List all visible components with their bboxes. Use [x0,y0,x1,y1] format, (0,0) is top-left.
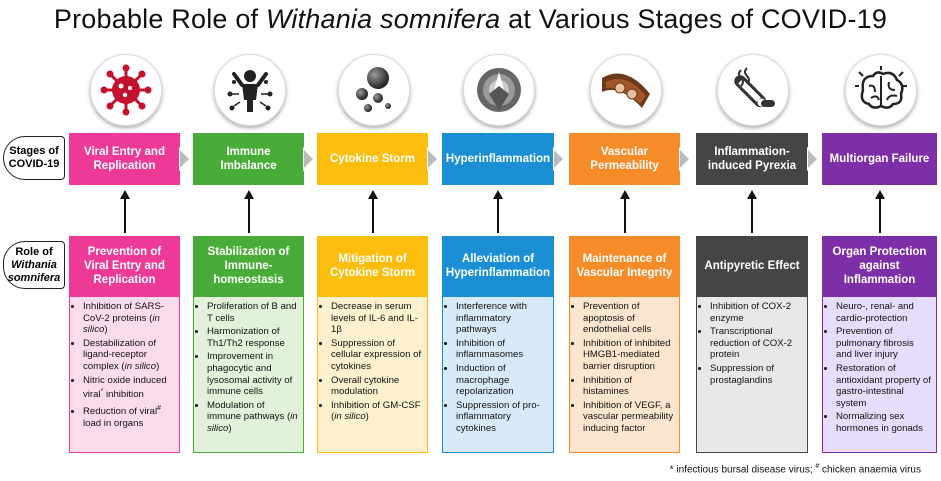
effect-item: Nitric oxide induced viral* inhibition [83,375,174,401]
stage-box-cytokine-storm: Cytokine Storm [317,133,428,185]
up-arrow-line [751,195,753,233]
title-species: Withania somnifera [265,4,501,34]
effect-item: Proliferation of B and T cells [207,301,298,324]
figure-title: Probable Role of Withania somnifera at V… [0,4,941,35]
effect-item: Reduction of viral# load in organs [83,403,174,429]
up-arrow-head [243,190,254,199]
role-box-immune-imbalance: Stabilization of Immune-homeostasis [193,236,304,296]
up-arrow-head [619,190,630,199]
role-box-inflammation-induced-pyrexia: Antipyretic Effect [696,236,808,296]
stage-connector-arrow-inner [180,150,189,168]
effect-item: Inhibition of VEGF, a vascular permeabil… [583,400,674,435]
up-arrow-line [123,195,126,233]
role-label-line1: Role of [15,245,53,258]
effect-item: Inhibition of histamines [583,375,674,398]
effects-list-multiorgan-failure: Neuro-, renal- and cardio-protectionPrev… [822,296,937,453]
stages-label-line2: COVID-19 [8,158,60,170]
stage-box-vascular-permeability: Vascular Permeability [569,133,680,185]
up-arrow-head [747,190,757,199]
stage-connector-arrow-inner [428,150,437,168]
up-arrow-line [623,195,626,233]
effect-item: Inhibition of GM-CSF (in silico) [331,400,422,423]
footnote: * infectious bursal disease virus; # chi… [669,463,921,476]
effects-list-hyperinflammation: Interference with inflammatory pathwaysI… [442,296,554,453]
title-text-end: at Various Stages of COVID-19 [500,4,888,34]
up-arrow-line [247,195,250,233]
effects-list-viral-entry-and-replication: Inhibition of SARS-CoV-2 proteins (in si… [69,296,180,453]
role-label-line3: somnifera [7,271,61,284]
effect-item: Transcriptional reduction of COX-2 prote… [710,326,802,361]
effect-item: Prevention of pulmonary fibrosis and liv… [836,326,931,361]
effect-item: Harmonization of Th1/Th2 response [207,326,298,349]
role-label-line2: Withania [11,258,57,271]
role-box-multiorgan-failure: Organ Protection against Inflammation [822,236,937,296]
person-immune-icon [213,54,286,126]
effect-item: Modulation of immune pathways (in silico… [207,400,298,435]
effect-item: Interference with inflammatory pathways [456,301,548,336]
effect-item: Neuro-, renal- and cardio-protection [836,301,931,324]
effect-item: Inhibition of COX-2 enzyme [710,301,802,324]
stage-connector-arrow-inner [554,150,563,168]
effect-item: Inhibition of inhibited HMGB1-mediated b… [583,338,674,373]
effect-item: Overall cytokine modulation [331,375,422,398]
up-arrow-line [878,195,881,233]
stages-label-line1: Stages of [9,145,59,157]
effects-list-vascular-permeability: Prevention of apoptosis of endothelial c… [569,296,680,453]
role-box-hyperinflammation: Alleviation of Hyperinflammation [442,236,554,296]
effect-item: Restoration of antioxidant property of g… [836,363,931,409]
up-arrow-line [497,195,499,233]
up-arrow-head [367,190,378,199]
stage-connector-arrow-inner [304,150,313,168]
brain-icon [844,54,917,126]
effect-item: Suppression of prostaglandins [710,363,802,386]
effects-list-immune-imbalance: Proliferation of B and T cellsHarmonizat… [193,296,304,453]
role-box-cytokine-storm: Mitigation of Cytokine Storm [317,236,428,296]
effect-item: Destabilization of ligand-receptor compl… [83,338,174,373]
stage-connector-arrow-inner [680,150,689,168]
blood-vessel-icon [589,54,662,126]
role-box-viral-entry-and-replication: Prevention of Viral Entry and Replicatio… [69,236,180,296]
effect-item: Normalizing sex hormones in gonads [836,411,931,434]
effect-item: Induction of macrophage repolarization [456,363,548,398]
role-box-vascular-permeability: Maintenance of Vascular Integrity [569,236,680,296]
effect-item: Prevention of apoptosis of endothelial c… [583,301,674,336]
effect-item: Inhibition of SARS-CoV-2 proteins (in si… [83,301,174,336]
stage-box-viral-entry-and-replication: Viral Entry and Replication [69,133,180,185]
thermometer-pill-icon [717,54,789,126]
effect-item: Suppression of pro-inflammatory cytokine… [456,400,548,435]
effect-item: Decrease in serum levels of IL-6 and IL-… [331,301,422,336]
effects-list-cytokine-storm: Decrease in serum levels of IL-6 and IL-… [317,296,428,453]
effect-item: Inhibition of inflammasomes [456,338,548,361]
up-arrow-head [874,190,885,199]
cytokine-icon [337,54,410,126]
effects-list-inflammation-induced-pyrexia: Inhibition of COX-2 enzymeTranscriptiona… [696,296,808,453]
stage-box-immune-imbalance: Immune Imbalance [193,133,304,185]
inflammation-icon [463,54,535,126]
up-arrow-line [371,195,374,233]
effect-item: Suppression of cellular expression of cy… [331,338,422,373]
stage-box-inflammation-induced-pyrexia: Inflammation-induced Pyrexia [696,133,808,185]
stage-box-hyperinflammation: Hyperinflammation [442,133,554,185]
stage-box-multiorgan-failure: Multiorgan Failure [822,133,937,185]
stage-connector-arrow-inner [808,150,817,168]
up-arrow-head [119,190,130,199]
up-arrow-head [493,190,503,199]
effect-item: Improvement in phagocytic and lysosomal … [207,351,298,397]
virus-icon [89,54,162,126]
title-text: Probable Role of [53,4,266,34]
